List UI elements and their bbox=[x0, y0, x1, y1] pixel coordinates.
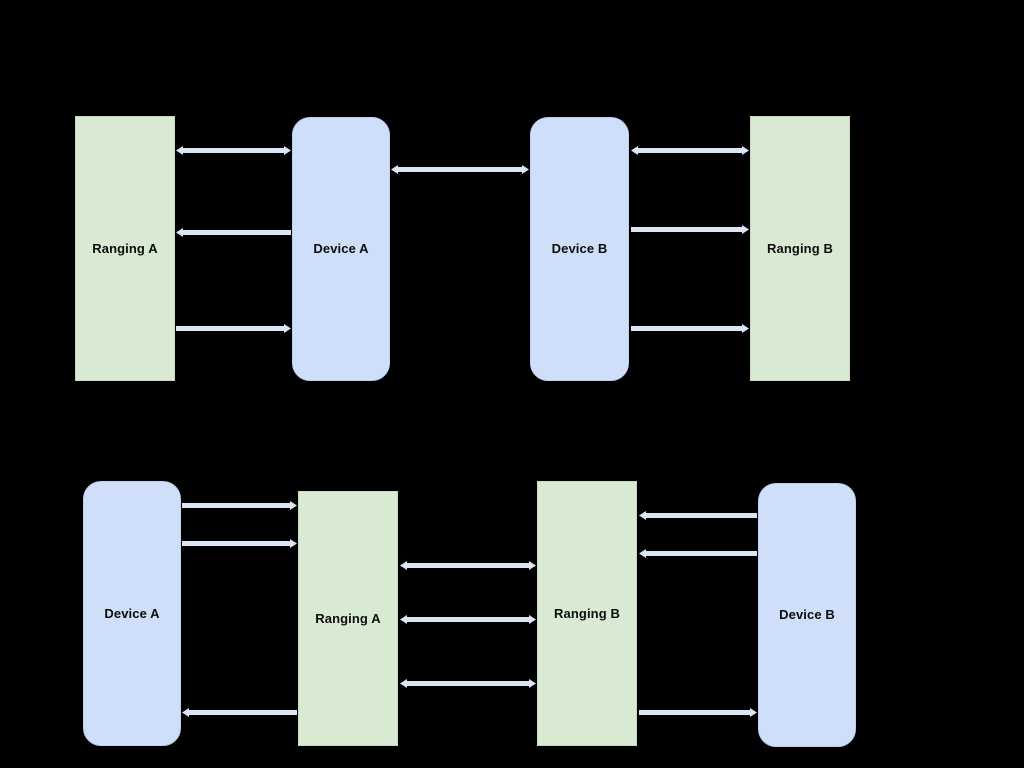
node-bot-ranging-b[interactable]: Ranging B bbox=[537, 481, 637, 746]
node-top-ranging-b[interactable]: Ranging B bbox=[750, 116, 850, 381]
arrow-top-device-b-to-top-ranging-b bbox=[631, 224, 749, 234]
arrow-bot-ranging-b-to-bot-device-b bbox=[639, 707, 757, 717]
node-label: Device A bbox=[313, 241, 369, 257]
arrow-top-device-a-to-top-ranging-a bbox=[176, 227, 291, 237]
arrow-bot-ranging-a-to-bot-ranging-b-bidirectional bbox=[400, 614, 536, 624]
arrow-bot-device-a-to-bot-ranging-a bbox=[182, 500, 297, 510]
arrow-top-device-a-to-top-device-b-bidirectional bbox=[391, 164, 529, 174]
arrow-bot-ranging-a-to-bot-device-a bbox=[182, 707, 297, 717]
arrow-bot-device-b-to-bot-ranging-b bbox=[639, 510, 757, 520]
arrow-bot-ranging-a-to-bot-ranging-b-bidirectional bbox=[400, 678, 536, 688]
node-label: Ranging A bbox=[315, 610, 381, 626]
node-top-ranging-a[interactable]: Ranging A bbox=[75, 116, 175, 381]
arrow-top-device-b-to-top-ranging-b bbox=[631, 323, 749, 333]
node-label: Ranging A bbox=[92, 240, 158, 256]
arrow-bot-device-a-to-bot-ranging-a bbox=[182, 538, 297, 548]
node-label: Device A bbox=[104, 605, 160, 621]
node-label: Device B bbox=[551, 241, 608, 257]
arrow-bot-device-b-to-bot-ranging-b bbox=[639, 548, 757, 558]
arrow-bot-ranging-a-to-bot-ranging-b-bidirectional bbox=[400, 560, 536, 570]
arrow-top-ranging-a-to-top-device-a-bidirectional bbox=[176, 145, 291, 155]
node-label: Device B bbox=[779, 607, 835, 623]
node-bot-device-a[interactable]: Device A bbox=[83, 481, 181, 746]
arrow-top-device-b-to-top-ranging-b-bidirectional bbox=[631, 145, 749, 155]
node-label: Ranging B bbox=[767, 240, 833, 256]
node-top-device-a[interactable]: Device A bbox=[292, 117, 390, 381]
node-bot-device-b[interactable]: Device B bbox=[758, 483, 856, 747]
node-label: Ranging B bbox=[554, 605, 620, 621]
node-top-device-b[interactable]: Device B bbox=[530, 117, 629, 381]
node-bot-ranging-a[interactable]: Ranging A bbox=[298, 491, 398, 746]
arrow-top-ranging-a-to-top-device-a bbox=[176, 323, 291, 333]
